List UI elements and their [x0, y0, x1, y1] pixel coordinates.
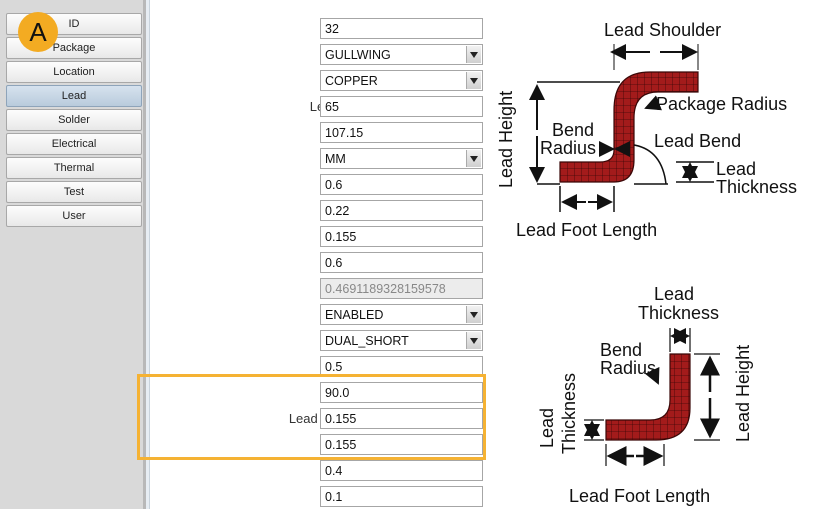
- row-lead-foot-length: Lead Foot Length?0.6: [150, 252, 490, 274]
- label-lead-thickness-2: Thickness: [716, 177, 797, 197]
- lead-bend-degrees-value: 90.0: [325, 386, 350, 400]
- label-top-thickness: Thickness: [638, 303, 719, 323]
- lead-layout-value: DUAL_SHORT: [325, 334, 409, 348]
- row-lead-count: Lead Count?32: [150, 18, 490, 40]
- lead-bend-radius-input[interactable]: 0.155: [320, 434, 483, 455]
- tab-electrical[interactable]: Electrical: [6, 133, 142, 155]
- lead-bend-package-radius-value: 0.155: [325, 412, 357, 426]
- lead-count-value: 32: [325, 22, 339, 36]
- lead-modeling-value: ENABLED: [325, 308, 384, 322]
- label-lead-foot-length: Lead Foot Length: [516, 220, 657, 240]
- row-lead-stiffness: Lead Stiffness?107.15: [150, 122, 490, 144]
- lead-hole-diameter-input: 0.4691189328159578: [320, 278, 483, 299]
- lead-hole-diameter-value: 0.4691189328159578: [325, 282, 446, 296]
- tab-lead[interactable]: Lead: [6, 85, 142, 107]
- lead-width-input[interactable]: 0.22: [320, 200, 483, 221]
- lead-height-input[interactable]: 0.6: [320, 174, 483, 195]
- label-top-lead: Lead: [654, 284, 694, 304]
- label-bend: Bend: [552, 120, 594, 140]
- label-lead-shoulder: Lead Shoulder: [604, 20, 721, 40]
- lead-shoulder-input[interactable]: 0.4: [320, 460, 483, 481]
- lead-foot-length-input[interactable]: 0.6: [320, 252, 483, 273]
- bent-lead-shape: [605, 353, 691, 441]
- panel-divider[interactable]: [146, 0, 150, 509]
- row-lead-bend-package-radius: Lead Bend Package Radius?0.155: [150, 408, 490, 430]
- lead-foot-length-value: 0.6: [325, 256, 343, 270]
- lead-standoff-input[interactable]: 0.1: [320, 486, 483, 507]
- lead-pitch-value: 0.5: [325, 360, 343, 374]
- lead-material-select[interactable]: COPPER: [320, 70, 483, 91]
- row-lead-modeling: Lead Modeling?ENABLED: [150, 304, 490, 326]
- bend-fields-highlight: [137, 374, 486, 460]
- row-lead-bend-degrees: Lead Bend (degrees)?90.0: [150, 382, 490, 404]
- label-bottom-lead-foot-length: Lead Foot Length: [569, 486, 710, 506]
- lead-geometry-value: GULLWING: [325, 48, 391, 62]
- label-lead-height: Lead Height: [496, 91, 516, 188]
- label-left-thickness: Thickness: [559, 373, 579, 454]
- lead-count-input[interactable]: 32: [320, 18, 483, 39]
- label-radius: Radius: [540, 138, 596, 158]
- step-badge: A: [18, 12, 58, 52]
- lead-stiffness-input[interactable]: 107.15: [320, 122, 483, 143]
- label-package-radius: Package Radius: [656, 94, 787, 114]
- lead-frame-percentage-value: 65: [325, 100, 339, 114]
- lead-layout-select[interactable]: DUAL_SHORT: [320, 330, 483, 351]
- row-lead-layout: Lead Layout?DUAL_SHORT: [150, 330, 490, 352]
- row-lead-width: Lead Width?0.22: [150, 200, 490, 222]
- row-lead-thickness: Lead Thickness?0.155: [150, 226, 490, 248]
- lead-stiffness-value: 107.15: [325, 126, 364, 140]
- tab-solder[interactable]: Solder: [6, 109, 142, 131]
- lead-standoff-value: 0.1: [325, 490, 343, 504]
- lead-geometry-select[interactable]: GULLWING: [320, 44, 483, 65]
- lead-bend-radius-value: 0.155: [325, 438, 357, 452]
- label-bottom-bend: Bend: [600, 340, 642, 360]
- row-lead-geometry: Lead Geometry?GULLWING: [150, 44, 490, 66]
- lead-properties-form: Lead Count?32Lead Geometry?GULLWING Lead …: [150, 0, 490, 509]
- tab-location[interactable]: Location: [6, 61, 142, 83]
- lead-material-value: COPPER: [325, 74, 378, 88]
- tab-user[interactable]: User: [6, 205, 142, 227]
- lead-bend-degrees-input[interactable]: 90.0: [320, 382, 483, 403]
- label-bottom-lead-height: Lead Height: [733, 345, 753, 442]
- gullwing-lead-diagram: Lead Shoulder Package Radius Lead Height…: [496, 20, 797, 240]
- lead-shoulder-value: 0.4: [325, 464, 343, 478]
- row-lead-units: Lead Units?MM: [150, 148, 490, 170]
- row-lead-shoulder: Lead Shoulder?0.4: [150, 460, 490, 482]
- row-lead-bend-radius: Lead Bend Radius?0.155: [150, 434, 490, 456]
- lead-thickness-value: 0.155: [325, 230, 357, 244]
- lead-thickness-input[interactable]: 0.155: [320, 226, 483, 247]
- row-lead-hole-diameter: Lead Hole Diameter?0.4691189328159578: [150, 278, 490, 300]
- tab-test[interactable]: Test: [6, 181, 142, 203]
- chevron-down-icon[interactable]: [466, 72, 481, 89]
- lead-bend-package-radius-input[interactable]: 0.155: [320, 408, 483, 429]
- tab-thermal[interactable]: Thermal: [6, 157, 142, 179]
- chevron-down-icon[interactable]: [466, 150, 481, 167]
- row-lead-height: Lead Height?0.6: [150, 174, 490, 196]
- lead-height-value: 0.6: [325, 178, 343, 192]
- bent-lead-diagram: Lead Thickness Bend Radius Lead Height L…: [537, 284, 753, 506]
- label-left-lead: Lead: [537, 408, 557, 448]
- lead-width-value: 0.22: [325, 204, 350, 218]
- chevron-down-icon[interactable]: [466, 306, 481, 323]
- row-lead-standoff: Lead Standoff?0.1: [150, 486, 490, 508]
- label-bottom-radius: Radius: [600, 358, 656, 378]
- lead-modeling-select[interactable]: ENABLED: [320, 304, 483, 325]
- lead-frame-percentage-input[interactable]: 65: [320, 96, 483, 117]
- row-lead-material: Lead Material?COPPER: [150, 70, 490, 92]
- chevron-down-icon[interactable]: [466, 332, 481, 349]
- lead-units-select[interactable]: MM: [320, 148, 483, 169]
- chevron-down-icon[interactable]: [466, 46, 481, 63]
- row-lead-frame-percentage: Lead Frame Percentage?65: [150, 96, 490, 118]
- label-lead-thickness-1: Lead: [716, 159, 756, 179]
- lead-units-value: MM: [325, 152, 346, 166]
- label-lead-bend: Lead Bend: [654, 131, 741, 151]
